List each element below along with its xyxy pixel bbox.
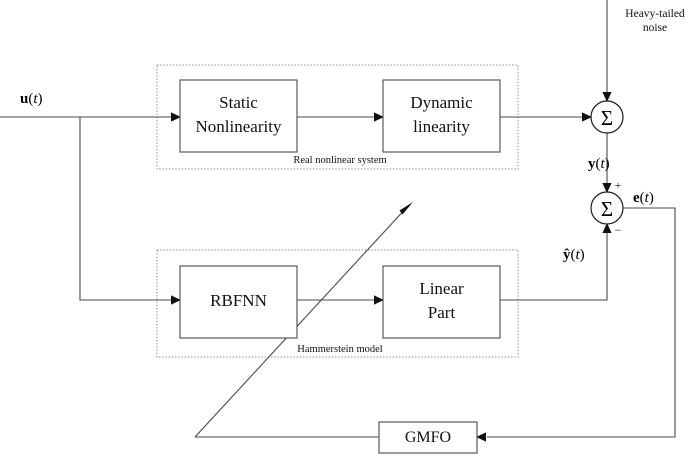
gmfo-block[interactable] [378,421,478,454]
hammerstein-group-label: Hammerstein model [297,344,383,355]
hammerstein-group-box [156,249,519,358]
linear-part-label-line1: Linear [419,279,464,298]
gmfo-input-arrow [476,432,486,442]
error-summer-plus-arrow [602,183,612,193]
input-signal-symbol: u [20,91,28,107]
dynamic-linearity-label-line1: Dynamic [410,93,473,112]
dynamic-linearity-label-line2: linearity [413,117,470,136]
dynamic-linearity-input-arrow [374,112,384,122]
static-nonlinearity-label-line2: Nonlinearity [196,117,282,136]
linear-part-input-arrow [374,295,384,305]
model-output-paren-open: ( [571,247,576,263]
input-signal-paren-close: ) [38,91,43,107]
noise-summer-sigma: Σ [601,106,613,130]
linear-part-block[interactable] [382,265,501,339]
system-output-paren-open: ( [596,156,601,172]
system-output-variable: t [601,156,606,172]
model-output-variable: t [576,247,581,263]
adaptation-arrow-head [399,202,413,215]
adaptation-diagonal-line [194,205,409,438]
real-system-group-label: Real nonlinear system [293,155,386,166]
model-output-paren-close: ) [580,247,585,263]
error-signal-label: e(t) [633,190,654,206]
model-output-line [500,225,608,301]
system-output-signal-label: y(t) [588,156,610,172]
input-signal-variable: t [33,91,38,107]
noise-input-arrow [602,92,612,102]
linear-part-label-line2: Part [428,303,456,322]
error-feedback-line [487,207,676,438]
static-nonlinearity-block[interactable] [179,79,298,153]
heavy-tailed-noise-label-line2: noise [643,22,667,34]
error-signal-symbol: e [633,190,640,206]
system-output-symbol: y [588,156,596,172]
static-nonlinearity-input-arrow [171,112,181,122]
input-branch-line [79,117,180,301]
rbfnn-input-arrow [171,295,181,305]
heavy-tailed-noise-label-line1: Heavy-tailed [625,8,685,20]
noise-summer-circle[interactable] [590,100,624,134]
input-signal-paren-open: ( [28,91,33,107]
rbfnn-label: RBFNN [210,291,267,310]
error-signal-paren-close: ) [649,190,654,206]
dynamic-linearity-block[interactable] [382,79,501,153]
system-output-paren-close: ) [605,156,610,172]
rbfnn-block[interactable] [179,265,298,339]
input-signal-label: u(t) [20,91,43,107]
model-output-signal-label: ŷ(t) [563,247,585,263]
error-summer-sigma: Σ [601,197,613,221]
error-signal-paren-open: ( [640,190,645,206]
gmfo-label: GMFO [405,429,451,446]
noise-summer-input-arrow [582,112,592,122]
error-signal-variable: t [645,190,650,206]
error-summer-plus-sign: + [615,178,622,192]
model-output-symbol: ŷ [563,247,571,263]
error-summer-minus-sign: − [615,223,622,237]
error-summer-minus-arrow [602,223,612,233]
static-nonlinearity-label-line1: Static [219,93,258,112]
error-summer-circle[interactable] [590,191,624,225]
